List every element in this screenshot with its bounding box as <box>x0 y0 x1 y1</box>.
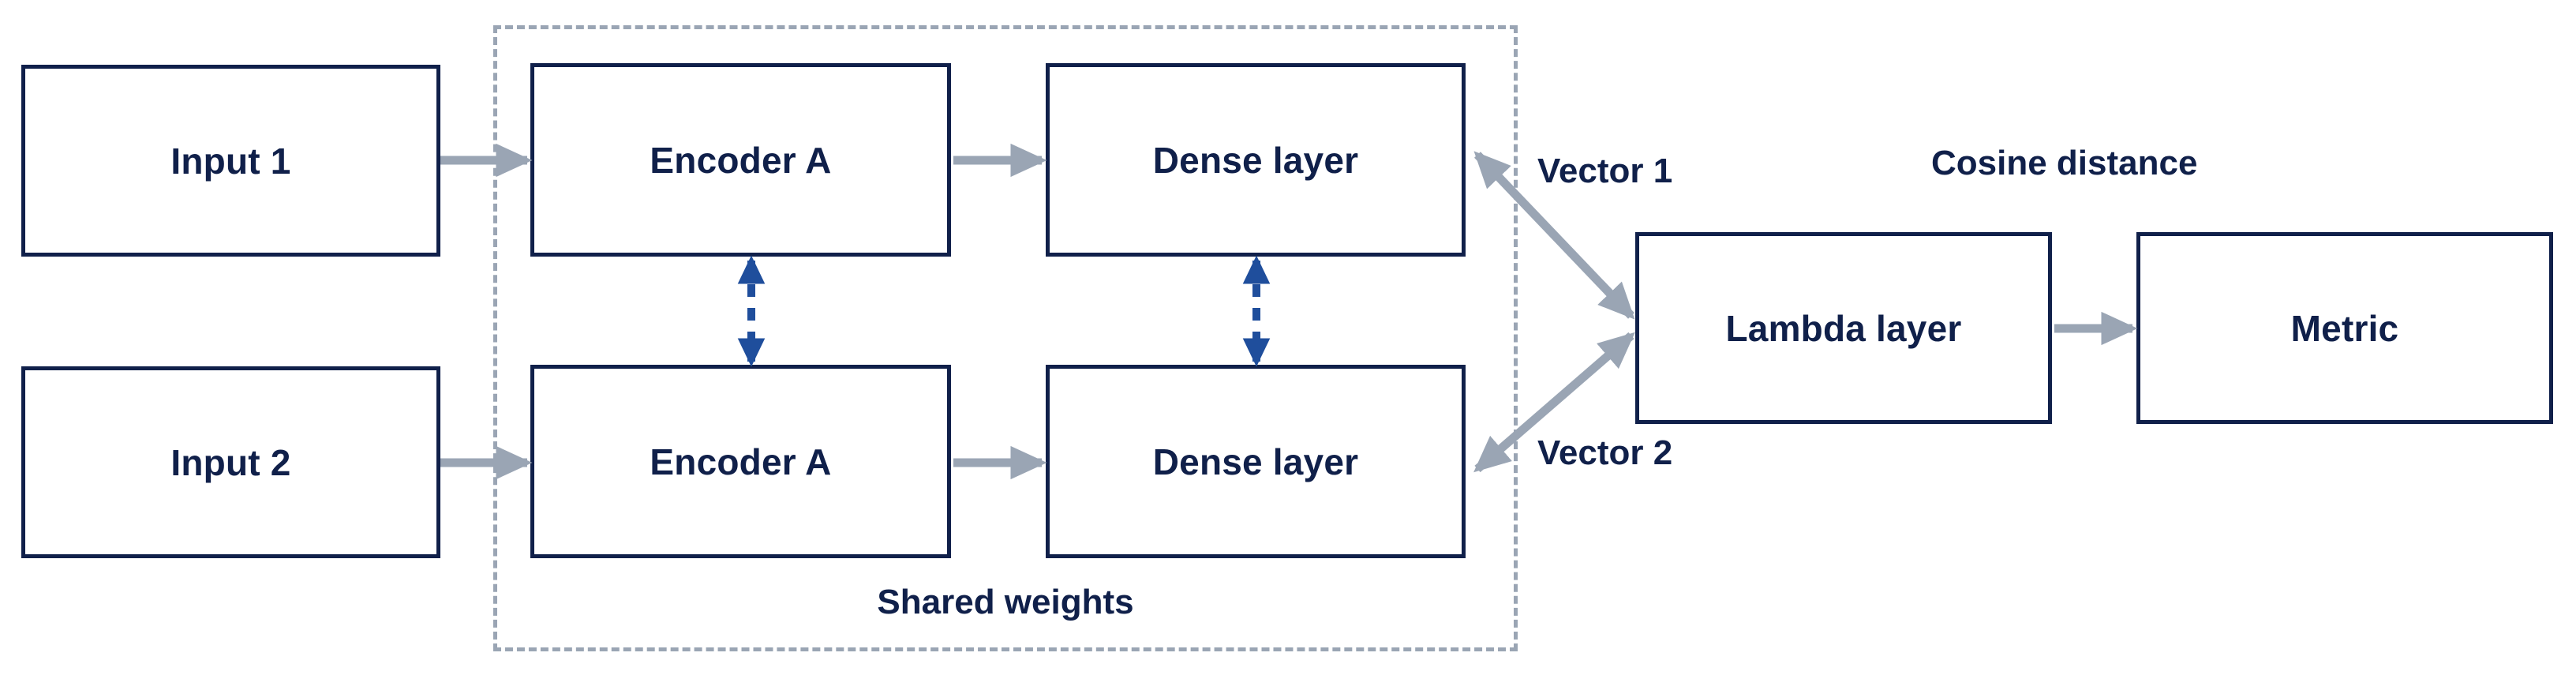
node-label-dense_top: Dense layer <box>1152 139 1359 181</box>
node-label-input1: Input 1 <box>170 140 291 182</box>
node-input1[interactable]: Input 1 <box>21 65 440 257</box>
node-encoderA_top[interactable]: Encoder A <box>530 63 951 257</box>
node-dense_top[interactable]: Dense layer <box>1046 63 1466 257</box>
node-label-encoderA_bot: Encoder A <box>650 441 832 482</box>
node-lambda[interactable]: Lambda layer <box>1635 232 2052 424</box>
node-label-encoderA_top: Encoder A <box>650 139 832 181</box>
node-label-input2: Input 2 <box>170 441 291 483</box>
node-label-dense_bot: Dense layer <box>1152 441 1359 482</box>
node-label-lambda: Lambda layer <box>1725 307 1962 349</box>
label-vector2: Vector 2 <box>1537 433 1673 472</box>
node-dense_bot[interactable]: Dense layer <box>1046 365 1466 558</box>
node-input2[interactable]: Input 2 <box>21 366 440 558</box>
label-cosine_distance: Cosine distance <box>1931 144 2198 182</box>
node-metric[interactable]: Metric <box>2136 232 2553 424</box>
shared-weights-label: Shared weights <box>877 583 1134 621</box>
node-encoderA_bot[interactable]: Encoder A <box>530 365 951 558</box>
label-vector1: Vector 1 <box>1537 152 1673 190</box>
node-label-metric: Metric <box>2290 307 2399 349</box>
